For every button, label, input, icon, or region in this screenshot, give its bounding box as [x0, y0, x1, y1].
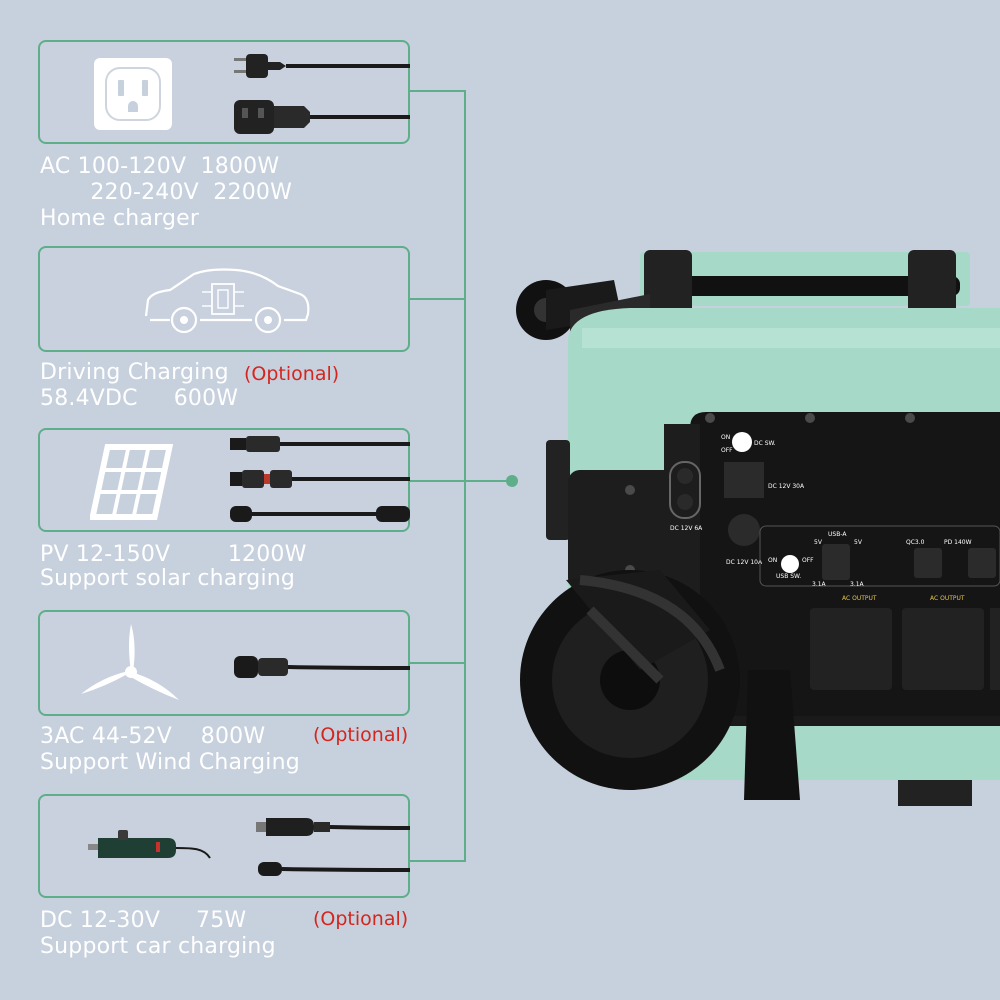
connector-driving: [410, 298, 466, 300]
dc-optional-label: (Optional): [313, 908, 409, 930]
connector-dc: [410, 860, 466, 862]
car-charger-icon: [88, 830, 211, 859]
panel-usb-sw-label: USB SW.: [776, 573, 801, 580]
dc-label-line-1: DC 12-30V 75W: [40, 908, 247, 933]
dc-label-line-2: Support car charging: [40, 934, 276, 959]
panel-3-1a-left-label: 3.1A: [812, 581, 827, 588]
panel-on-label: ON: [721, 434, 730, 441]
panel-ac-output-1-label: AC OUTPUT: [842, 595, 877, 602]
panel-qc30-label: QC3.0: [906, 539, 925, 546]
pv-connector-cables-icon: [230, 436, 410, 522]
ac-plug-cable-icon: [234, 54, 410, 134]
connector-pv: [410, 480, 510, 482]
wind-label-line-2: Support Wind Charging: [40, 750, 300, 775]
dc-cables-icon: [256, 818, 410, 876]
pv-panel: [38, 428, 410, 532]
pv-label-line-2: Support solar charging: [40, 566, 296, 591]
panel-usb-on-label: ON: [768, 557, 777, 564]
wind-connector-cable-icon: [234, 656, 410, 678]
driving-label-line-2: 58.4VDC 600W: [40, 386, 239, 411]
wind-optional-label: (Optional): [313, 724, 409, 746]
ac-panel: [38, 40, 410, 144]
panel-off-label: OFF: [721, 447, 733, 454]
panel-dc-12v-6a-label: DC 12V 6A: [670, 525, 703, 532]
power-station-device: ON OFF DC SW. DC 12V 6A DC 12V 30A DC 12…: [516, 250, 1000, 806]
driving-optional-label: (Optional): [244, 363, 340, 385]
panel-pd-label: PD 140W: [944, 539, 972, 546]
panel-usb-off-label: OFF: [802, 557, 814, 564]
panel-dc-12v-10a-label: DC 12V 10A: [726, 559, 763, 566]
panel-dc-12v-30a-label: DC 12V 30A: [768, 483, 805, 490]
driving-panel: [38, 246, 410, 352]
panel-5v-right-label: 5V: [854, 539, 863, 546]
connector-endpoint-dot: [506, 475, 518, 487]
pv-label-line-1: PV 12-150V 1200W: [40, 542, 307, 567]
solar-panel-icon: [90, 444, 174, 520]
connector-wind: [410, 662, 466, 664]
outlet-icon: [94, 58, 172, 130]
driving-label-line-1: Driving Charging: [40, 360, 229, 385]
wind-label-line-1: 3AC 44-52V 800W: [40, 724, 266, 749]
wind-panel: [38, 610, 410, 716]
panel-3-1a-right-label: 3.1A: [850, 581, 865, 588]
panel-dc-sw-label: DC SW.: [754, 440, 776, 447]
panel-ac-output-2-label: AC OUTPUT: [930, 595, 965, 602]
ac-label-line-1: AC 100-120V 1800W: [40, 154, 280, 179]
ac-label-line-2: 220-240V 2200W: [40, 180, 293, 205]
car-icon: [144, 268, 310, 334]
dc-panel: [38, 794, 410, 898]
wind-turbine-icon: [81, 624, 179, 700]
ac-label-line-3: Home charger: [40, 206, 200, 231]
connector-ac: [410, 90, 466, 92]
connector-vertical-line: [464, 90, 466, 862]
panel-5v-left-label: 5V: [814, 539, 823, 546]
panel-usb-a-label: USB-A: [828, 531, 847, 538]
